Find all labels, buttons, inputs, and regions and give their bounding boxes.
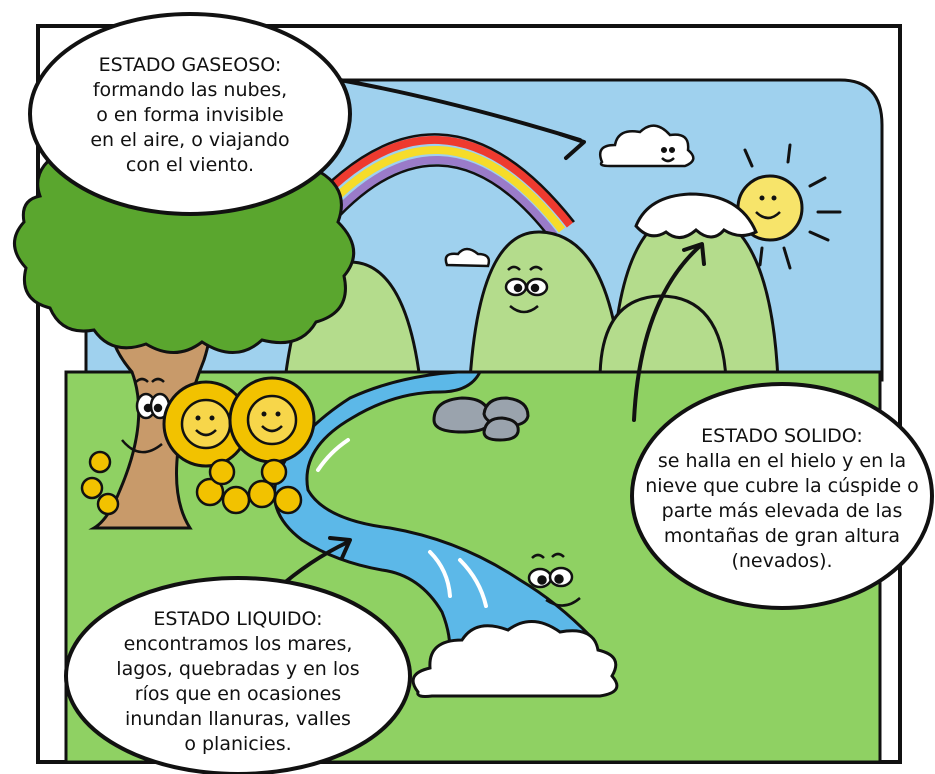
- hill-face: [504, 265, 549, 314]
- sun-icon: [736, 143, 842, 270]
- bubble-gaseoso-shape: [28, 12, 352, 216]
- river-highlights: [316, 438, 488, 608]
- arrow-icon: [338, 78, 586, 160]
- sunflower-icon: [228, 376, 316, 464]
- rocks: [432, 396, 530, 442]
- rainbow: [300, 133, 575, 239]
- bubble-solido-shape: [630, 382, 934, 610]
- arrow-icon: [632, 242, 706, 422]
- sunflower-icon: [162, 380, 250, 468]
- snow-cap: [634, 192, 758, 239]
- flower-cluster: [80, 450, 303, 516]
- cloud-icon: [598, 124, 695, 168]
- cloud-icon: [444, 247, 491, 268]
- river-face: [527, 552, 581, 607]
- bubble-liquido-shape: [64, 576, 412, 774]
- cloud-icon: [411, 620, 619, 698]
